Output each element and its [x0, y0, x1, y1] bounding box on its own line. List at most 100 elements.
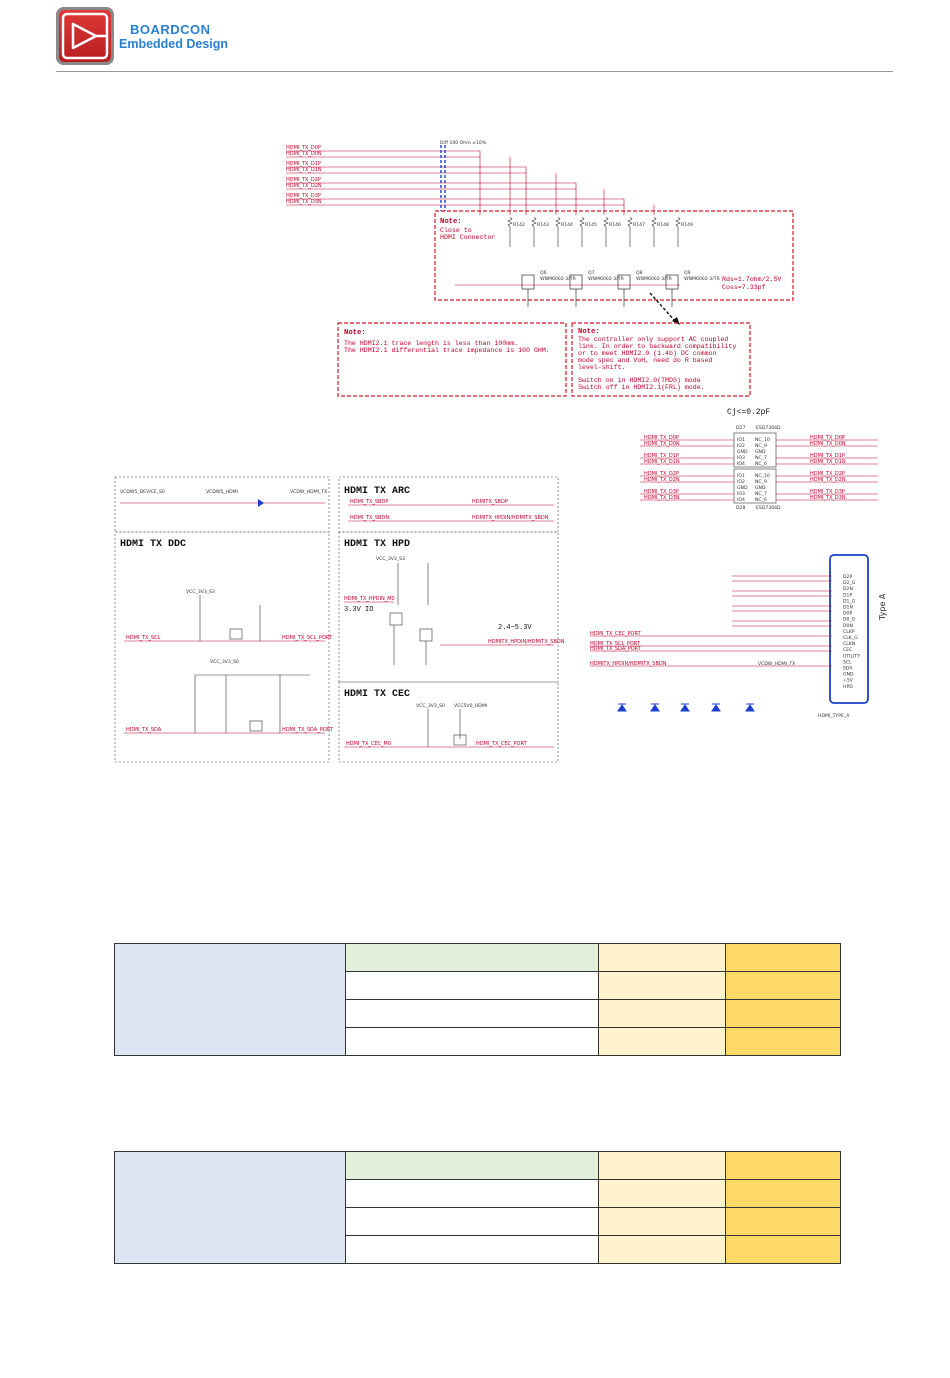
- net-label: HDMI_TX_SCL_PORT: [282, 635, 333, 641]
- rds-note: Rds=1.7ohm/2.5V: [722, 276, 781, 283]
- mosfet-ref: Q8: [636, 270, 643, 276]
- table-cell: [725, 1207, 841, 1236]
- net-label: VCC_3V3_S0: [416, 703, 445, 709]
- net-label: VCDW_HDMI_TX: [758, 661, 795, 667]
- esd-pin: NC_9: [755, 479, 767, 485]
- cec-components: [427, 709, 467, 747]
- mosfet-part: WNM6002-3/TR: [636, 276, 673, 282]
- note-line: or to meet HDMI2.0 (1.4b) DC common: [578, 350, 717, 357]
- brand-name: BOARDCON: [130, 22, 211, 37]
- net-label: HDMI_TX_D1N: [810, 459, 846, 465]
- table-cell: [598, 1207, 726, 1236]
- note-box-close-to-connector: [434, 210, 794, 301]
- net-label: HDMI_TX_D2P: [644, 471, 679, 477]
- table-cell: [598, 999, 726, 1028]
- table-cell: [345, 999, 599, 1028]
- net-label: VCDW5_HDMI: [206, 489, 238, 495]
- table-cell: [598, 1027, 726, 1056]
- spec-table-1: [114, 943, 841, 1056]
- connector-pin-label: CLKN: [843, 641, 855, 647]
- connector-pin-label: UTILITY: [843, 653, 860, 659]
- note-line: mode spec and VoH, need do R based: [578, 357, 713, 364]
- net-label: HDMI_TX_SDA_PORT: [282, 727, 334, 733]
- esd-pin: NC_7: [755, 455, 767, 461]
- net-label: VCC_3V3_S3: [186, 589, 215, 595]
- mosfet-part: WNM6002-3/TR: [588, 276, 625, 282]
- esd-part: ESD7304D: [756, 425, 781, 431]
- table-cell: [345, 1179, 599, 1208]
- net-label: HDMI_TX_D3P: [286, 193, 321, 199]
- note-title: Note:: [578, 328, 600, 336]
- esd-pin: NC_6: [755, 497, 767, 503]
- note-line: The HDMI2.1 trace length is less than 10…: [344, 340, 518, 347]
- connector-pin-label: HPD: [843, 684, 853, 690]
- connector-pin-label: D0N: [843, 623, 853, 629]
- net-label: HDMI_TX_D0P: [644, 435, 679, 441]
- table-cell: [345, 1027, 599, 1056]
- net-label: HDMI_TX_D3N: [810, 495, 846, 501]
- table-row: [114, 943, 841, 1056]
- arrow-head-icon: [672, 317, 680, 325]
- brand-tagline: Embedded Design: [119, 37, 229, 51]
- table-cell: [598, 1151, 726, 1180]
- resistor-ref: R146: [609, 222, 621, 228]
- table-cell: [725, 999, 841, 1028]
- header-divider: [56, 71, 893, 72]
- net-label: HDMI_TX_SBDP: [350, 499, 388, 505]
- net-label: HDMITX_HPDIN/HDMITX_SBDN: [472, 515, 549, 521]
- mosfet-part: WNM6002-3/TR: [684, 276, 721, 282]
- esd-pin: IO1: [737, 473, 745, 479]
- mosfet-ref: Q7: [588, 270, 595, 276]
- table-cell: [345, 971, 599, 1000]
- net-label: HDMI_TX_D2N: [644, 477, 680, 483]
- table-cell: [725, 1151, 841, 1180]
- connector-pin-label: GND: [843, 672, 854, 678]
- coss-note: Coss=7.33pf: [722, 284, 766, 291]
- cec-block-border: [338, 681, 559, 763]
- diff-pair-marker: [440, 145, 446, 211]
- section-title-hpd: HDMI TX HPD: [344, 539, 410, 550]
- resistor-ref: R144: [561, 222, 573, 228]
- esd-net-lines: [640, 439, 878, 501]
- esd-array-bottom: IO1 IO2 GND IO3 IO4 NC_10 NC_9 GND NC_7 …: [733, 468, 781, 511]
- esd-diode-row: [617, 703, 755, 712]
- esd-pin: GND: [755, 449, 766, 455]
- esd-pin: IO4: [737, 461, 745, 467]
- note-title: Note:: [440, 218, 462, 226]
- hdmi-connector: Type A HDMI_TYPE_A: [818, 554, 887, 719]
- net-label: HDMI_TX_D3P: [644, 489, 679, 495]
- connector-pin-label: D2_G: [843, 580, 856, 586]
- connector-pin-label: D1_G: [843, 598, 856, 604]
- page-header: BOARDCON Embedded Design: [0, 0, 950, 80]
- section-title-ddc: HDMI TX DDC: [120, 539, 186, 550]
- schottky-diode-icon: [258, 499, 264, 507]
- net-label: HDMITX_HPDIN/HDMITX_SBDN: [590, 661, 667, 667]
- net-label: VCC_3V3_S3: [376, 556, 405, 562]
- net-label: HDMI_TX_D1P: [644, 453, 679, 459]
- net-label: HDMI_TX_D3N: [644, 495, 680, 501]
- note-box-trace: [337, 322, 567, 397]
- hdmi-schematic: Diff 100 Ohm ±10% HDMI_TX_D0P HDMI_TX_D0…: [114, 140, 887, 763]
- esd-pin: IO3: [737, 491, 745, 497]
- table-cell: [598, 1235, 726, 1264]
- connector-pin-label: D0P: [843, 611, 852, 617]
- net-label: HDMI_TX_D0N: [286, 151, 322, 157]
- table-row: [115, 971, 841, 1000]
- esd-ref: D27: [736, 425, 745, 431]
- net-label: HDMI_TX_SDA_PORT: [590, 646, 642, 652]
- arc-block-border: [338, 476, 559, 533]
- connector-pin-label: CEC: [843, 647, 852, 653]
- connector-pin-label: D0_G: [843, 617, 856, 623]
- esd-pin: IO2: [737, 479, 745, 485]
- connector-pin-label: SCL: [843, 659, 852, 665]
- net-label: HDMI_TX_D3P: [810, 489, 845, 495]
- tx-differential-lines: [286, 150, 655, 215]
- connector-type: Type A: [878, 593, 887, 621]
- table-row: [115, 1235, 841, 1264]
- note-line: HDMI Connector: [440, 234, 495, 241]
- net-label: HDMI_TX_D0N: [810, 441, 846, 447]
- connector-pin-label: CLKP: [843, 629, 855, 635]
- connector-pin-label: SDA: [843, 666, 853, 672]
- esd-pin: IO2: [737, 443, 745, 449]
- net-label: HDMI_TX_D2P: [810, 471, 845, 477]
